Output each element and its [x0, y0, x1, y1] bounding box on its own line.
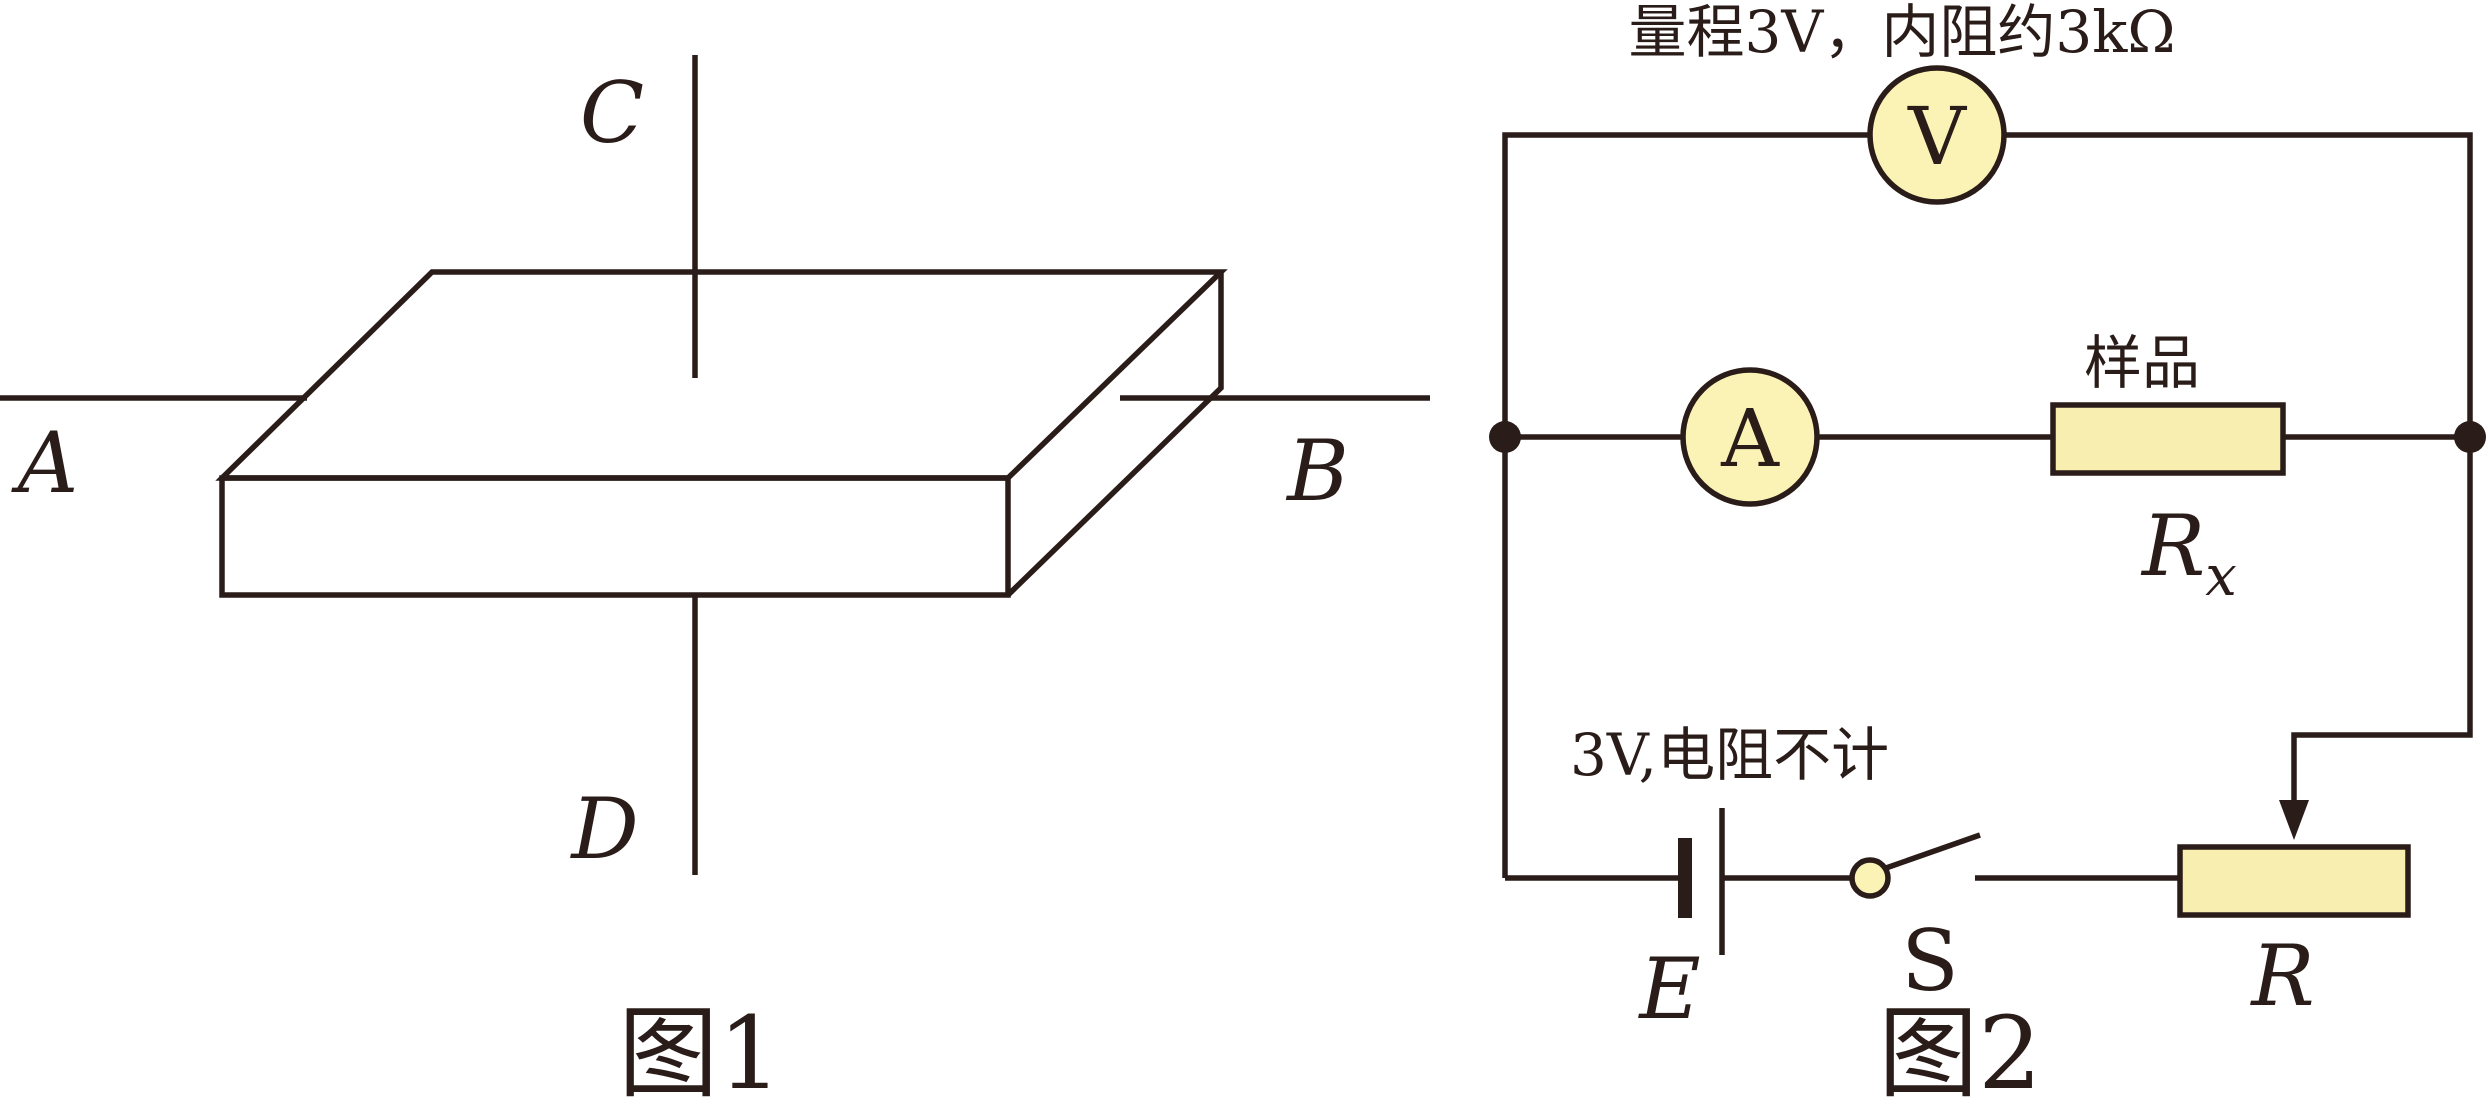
figure1: C A B D 图1 — [0, 55, 1430, 1105]
switch-pivot — [1849, 857, 1891, 899]
sample-name-main: R — [2140, 497, 2205, 595]
junction-left — [1489, 421, 1521, 453]
figure2: V 量程3V，内阻约3kΩ A 样品 Rx 3V,电阻不计 E S R 图2 — [1489, 0, 2486, 1105]
slider-wire — [2291, 437, 2473, 805]
voltmeter-symbol: V — [1907, 90, 1967, 183]
ammeter — [1680, 367, 1820, 507]
slab-side-face — [1006, 272, 1224, 597]
battery-spec: 3V,电阻不计 — [1570, 721, 1889, 789]
figure2-caption: 图2 — [1878, 995, 2042, 1105]
slab-front-face — [219, 475, 1011, 598]
sample-name-sub: x — [2205, 544, 2237, 609]
switch-blade — [1885, 832, 1981, 871]
label-c: C — [580, 64, 644, 162]
ammeter-symbol: A — [1720, 392, 1780, 485]
battery-name: E — [1637, 940, 1700, 1038]
switch-name: S — [1901, 912, 1959, 1010]
label-b: B — [1285, 422, 1349, 520]
slab-top-face — [215, 269, 1228, 481]
slider-arrowhead — [2279, 800, 2309, 840]
voltmeter-branch-wire — [1502, 132, 1870, 437]
label-a: A — [11, 414, 79, 512]
figure1-caption: 图1 — [618, 995, 782, 1105]
voltmeter — [1867, 65, 2007, 205]
sample-name: Rx — [2140, 497, 2237, 609]
sample-resistor — [2050, 402, 2286, 476]
voltmeter-spec: 量程3V，内阻约3kΩ — [1629, 0, 2176, 66]
junction-right — [2454, 421, 2486, 453]
label-d: D — [569, 780, 638, 878]
rheostat — [2177, 844, 2411, 918]
voltmeter-branch-wire-right — [2005, 132, 2473, 437]
sample-label: 样品 — [2084, 329, 2200, 397]
rheostat-name: R — [2249, 927, 2314, 1025]
